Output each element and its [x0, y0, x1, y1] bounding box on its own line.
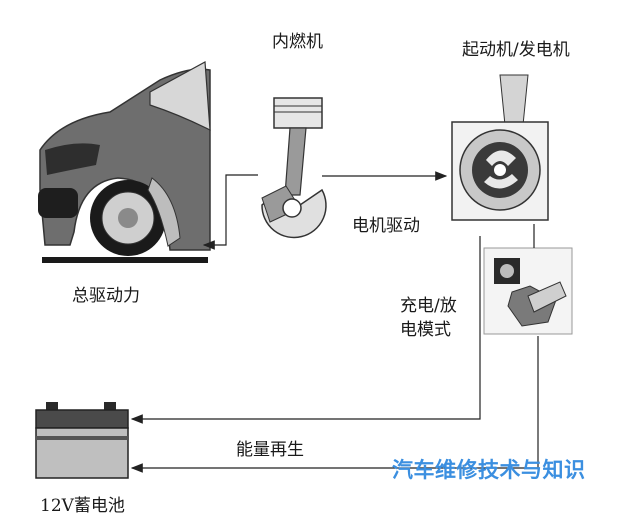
battery-label: 12V蓄电池 [40, 496, 125, 516]
watermark-text: 汽车维修技术与知识 [392, 458, 586, 482]
regen-to-battery-arrow [130, 336, 539, 473]
motor-controller-image [483, 247, 573, 335]
motor-drive-label: 电机驱动 [352, 216, 420, 236]
battery-image [35, 402, 129, 479]
engine-to-car-arrow [202, 174, 258, 250]
engine-image [261, 97, 327, 239]
charge-mode-label-line2: 电模式 [400, 320, 451, 340]
connector-lines [130, 171, 539, 473]
charge-mode-label-line1: 充电/放 [400, 296, 457, 316]
motor-to-battery-arrow [130, 236, 481, 424]
starter-generator-label: 起动机/发电机 [462, 40, 570, 60]
total-drive-label: 总驱动力 [72, 286, 140, 306]
engine-label: 内燃机 [272, 32, 323, 52]
starter-generator-image [451, 74, 549, 221]
energy-regen-label: 能量再生 [236, 440, 304, 460]
car-front-image [38, 61, 211, 263]
